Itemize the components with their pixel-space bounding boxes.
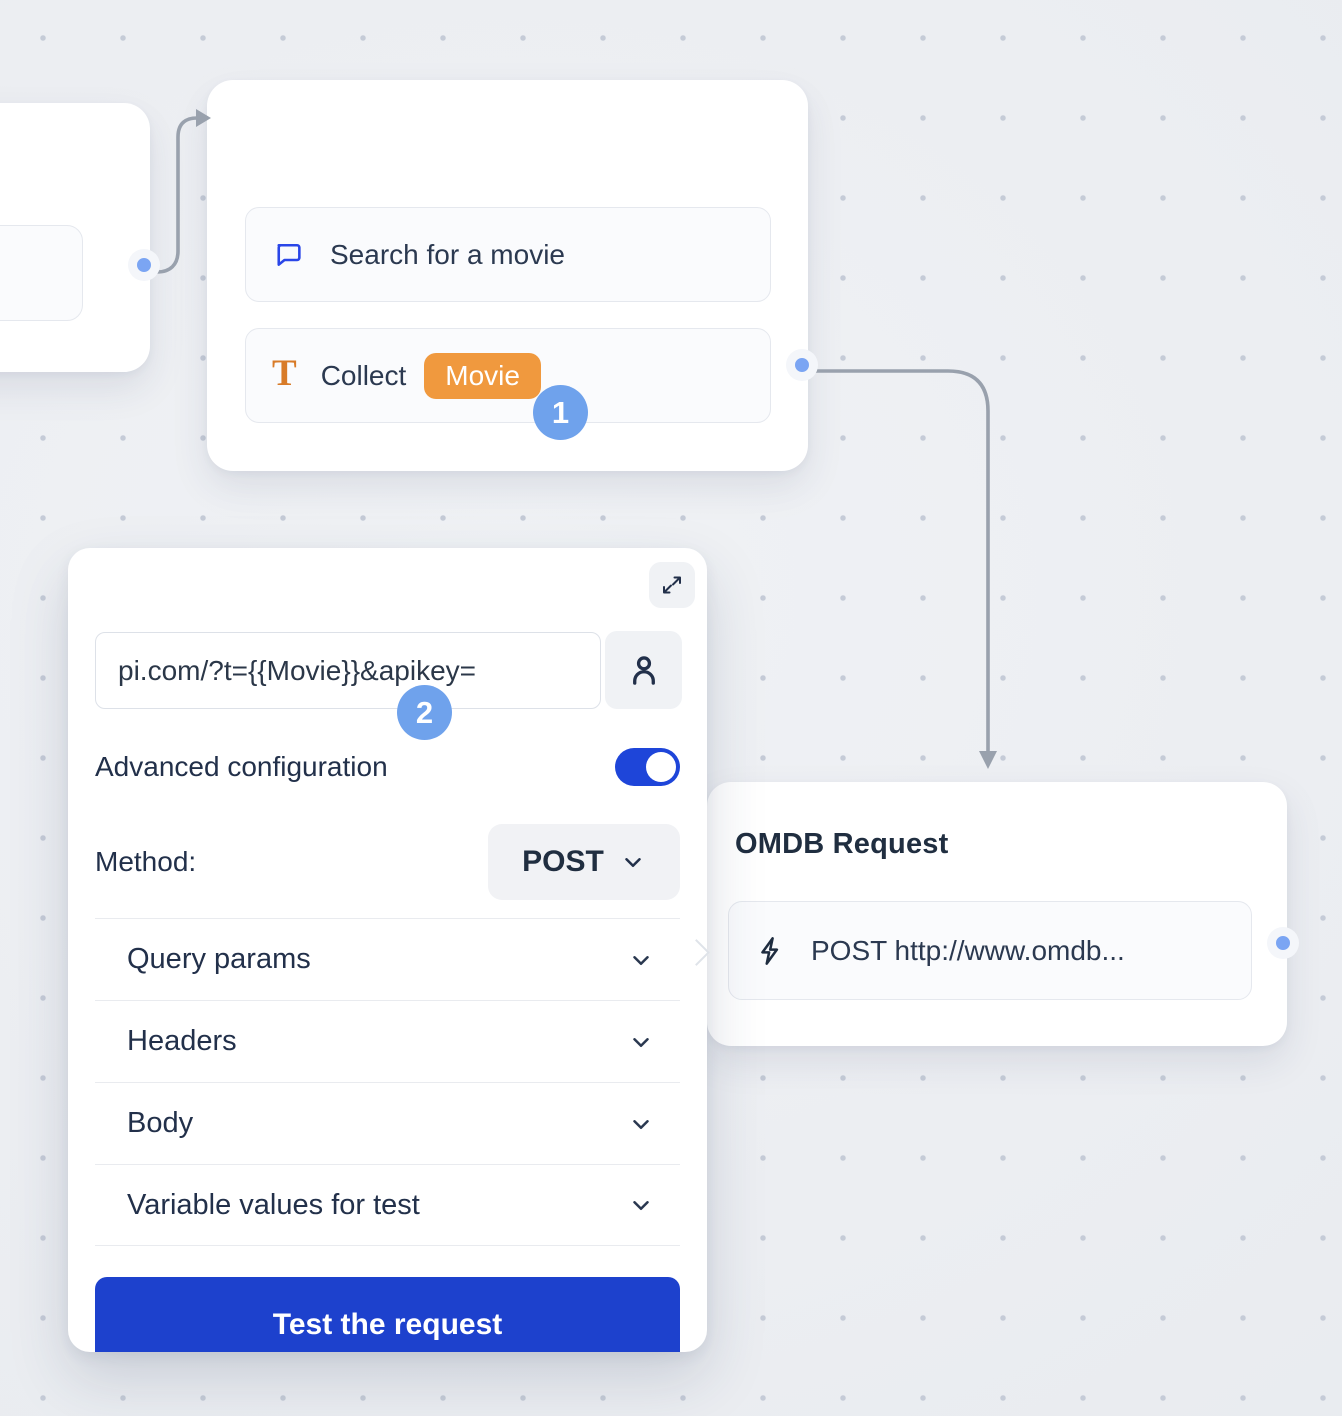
output-port-partial-node[interactable] bbox=[137, 258, 151, 272]
section-body[interactable]: Body bbox=[95, 1082, 680, 1164]
method-label: Method: bbox=[95, 846, 197, 877]
advanced-configuration-toggle[interactable] bbox=[615, 748, 680, 786]
chevron-down-icon bbox=[620, 849, 646, 875]
node-title: OMDB Request bbox=[735, 828, 949, 860]
section-headers[interactable]: Headers bbox=[95, 1000, 680, 1082]
chat-bubble-icon bbox=[272, 239, 304, 271]
webhook-config-panel[interactable]: Advanced configuration Method: POST Quer… bbox=[68, 548, 707, 1352]
expand-button[interactable] bbox=[649, 562, 695, 608]
text-collect-icon: T bbox=[272, 353, 297, 394]
webhook-bolt-icon bbox=[755, 935, 787, 967]
section-label: Query params bbox=[127, 943, 311, 975]
toggle-knob bbox=[646, 752, 676, 782]
arrowhead-down bbox=[979, 751, 997, 769]
connector-movie-to-omdb bbox=[812, 369, 990, 754]
chevron-down-icon bbox=[628, 1029, 654, 1055]
section-query-params[interactable]: Query params bbox=[95, 918, 680, 1000]
chevron-down-icon bbox=[628, 1111, 654, 1137]
section-label: Body bbox=[127, 1107, 194, 1139]
method-select[interactable]: POST bbox=[488, 824, 680, 900]
item-label: Search for a movie bbox=[330, 238, 565, 270]
partial-node-item[interactable] bbox=[0, 225, 83, 321]
method-value: POST bbox=[522, 845, 604, 878]
user-variable-button[interactable] bbox=[605, 631, 682, 709]
step-badge-2: 2 bbox=[397, 685, 452, 740]
step-badge-1: 1 bbox=[533, 385, 588, 440]
chevron-down-icon bbox=[628, 947, 654, 973]
search-for-movie-item[interactable]: Search for a movie bbox=[245, 207, 771, 302]
connector-partial-to-movie bbox=[155, 116, 199, 274]
user-icon bbox=[623, 649, 665, 691]
request-url-input[interactable] bbox=[95, 632, 601, 709]
movie-search-node[interactable]: Movie search Search for a movie T Collec… bbox=[207, 80, 808, 471]
item-label: POST http://www.omdb... bbox=[811, 934, 1125, 966]
omdb-post-item[interactable]: POST http://www.omdb... bbox=[728, 901, 1252, 1000]
request-sections-accordion: Query params Headers Body Variable value… bbox=[95, 918, 680, 1246]
chevron-down-icon bbox=[628, 1192, 654, 1218]
variable-tag-movie[interactable]: Movie bbox=[424, 352, 541, 399]
output-port-movie-search[interactable] bbox=[795, 358, 809, 372]
item-label: Collect bbox=[320, 359, 407, 391]
section-label: Headers bbox=[127, 1025, 237, 1057]
expand-icon bbox=[660, 573, 684, 597]
collect-movie-item[interactable]: T Collect Movie bbox=[245, 328, 771, 423]
omdb-request-node[interactable]: OMDB Request POST http://www.omdb... bbox=[707, 782, 1287, 1046]
section-label: Variable values for test bbox=[127, 1188, 420, 1221]
advanced-configuration-label: Advanced configuration bbox=[95, 751, 388, 782]
output-port-omdb[interactable] bbox=[1276, 936, 1290, 950]
section-variable-values[interactable]: Variable values for test bbox=[95, 1164, 680, 1246]
test-request-button[interactable]: Test the request bbox=[95, 1277, 680, 1352]
partial-node[interactable] bbox=[0, 103, 150, 372]
